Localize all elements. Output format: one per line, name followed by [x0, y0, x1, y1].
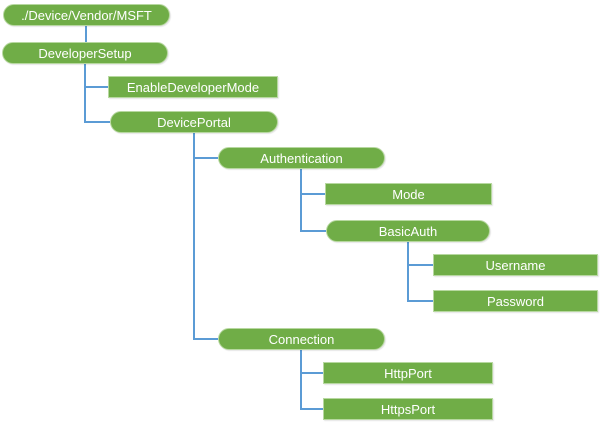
- connector-to-username: [407, 264, 433, 266]
- node-username: Username: [433, 254, 598, 276]
- connector-to-httpport: [300, 372, 323, 374]
- connector-to-password: [407, 300, 433, 302]
- connector-deviceportal-trunk: [193, 133, 195, 339]
- connector-root-developersetup: [85, 26, 87, 42]
- node-httpport: HttpPort: [323, 362, 493, 384]
- node-developersetup: DeveloperSetup: [2, 42, 168, 64]
- connector-to-mode: [300, 193, 325, 195]
- connector-connection-trunk: [300, 350, 302, 409]
- connector-to-basicauth: [300, 230, 326, 232]
- connector-developersetup-trunk: [84, 64, 86, 123]
- node-authentication: Authentication: [218, 147, 385, 169]
- node-deviceportal: DevicePortal: [110, 111, 278, 133]
- connector-to-deviceportal: [84, 121, 110, 123]
- connector-authentication-trunk: [300, 169, 302, 231]
- node-connection: Connection: [218, 328, 385, 350]
- connector-to-enabledevelopermode: [84, 86, 108, 88]
- node-device-vendor-msft: ./Device/Vendor/MSFT: [3, 4, 170, 26]
- node-password: Password: [433, 290, 598, 312]
- connector-to-authentication: [193, 157, 218, 159]
- node-enabledevelopermode: EnableDeveloperMode: [108, 76, 278, 98]
- connector-to-connection: [193, 338, 218, 340]
- connector-to-httpsport: [300, 408, 323, 410]
- connector-basicauth-trunk: [407, 242, 409, 302]
- node-httpsport: HttpsPort: [323, 398, 493, 420]
- node-basicauth: BasicAuth: [326, 220, 490, 242]
- node-mode: Mode: [325, 183, 492, 205]
